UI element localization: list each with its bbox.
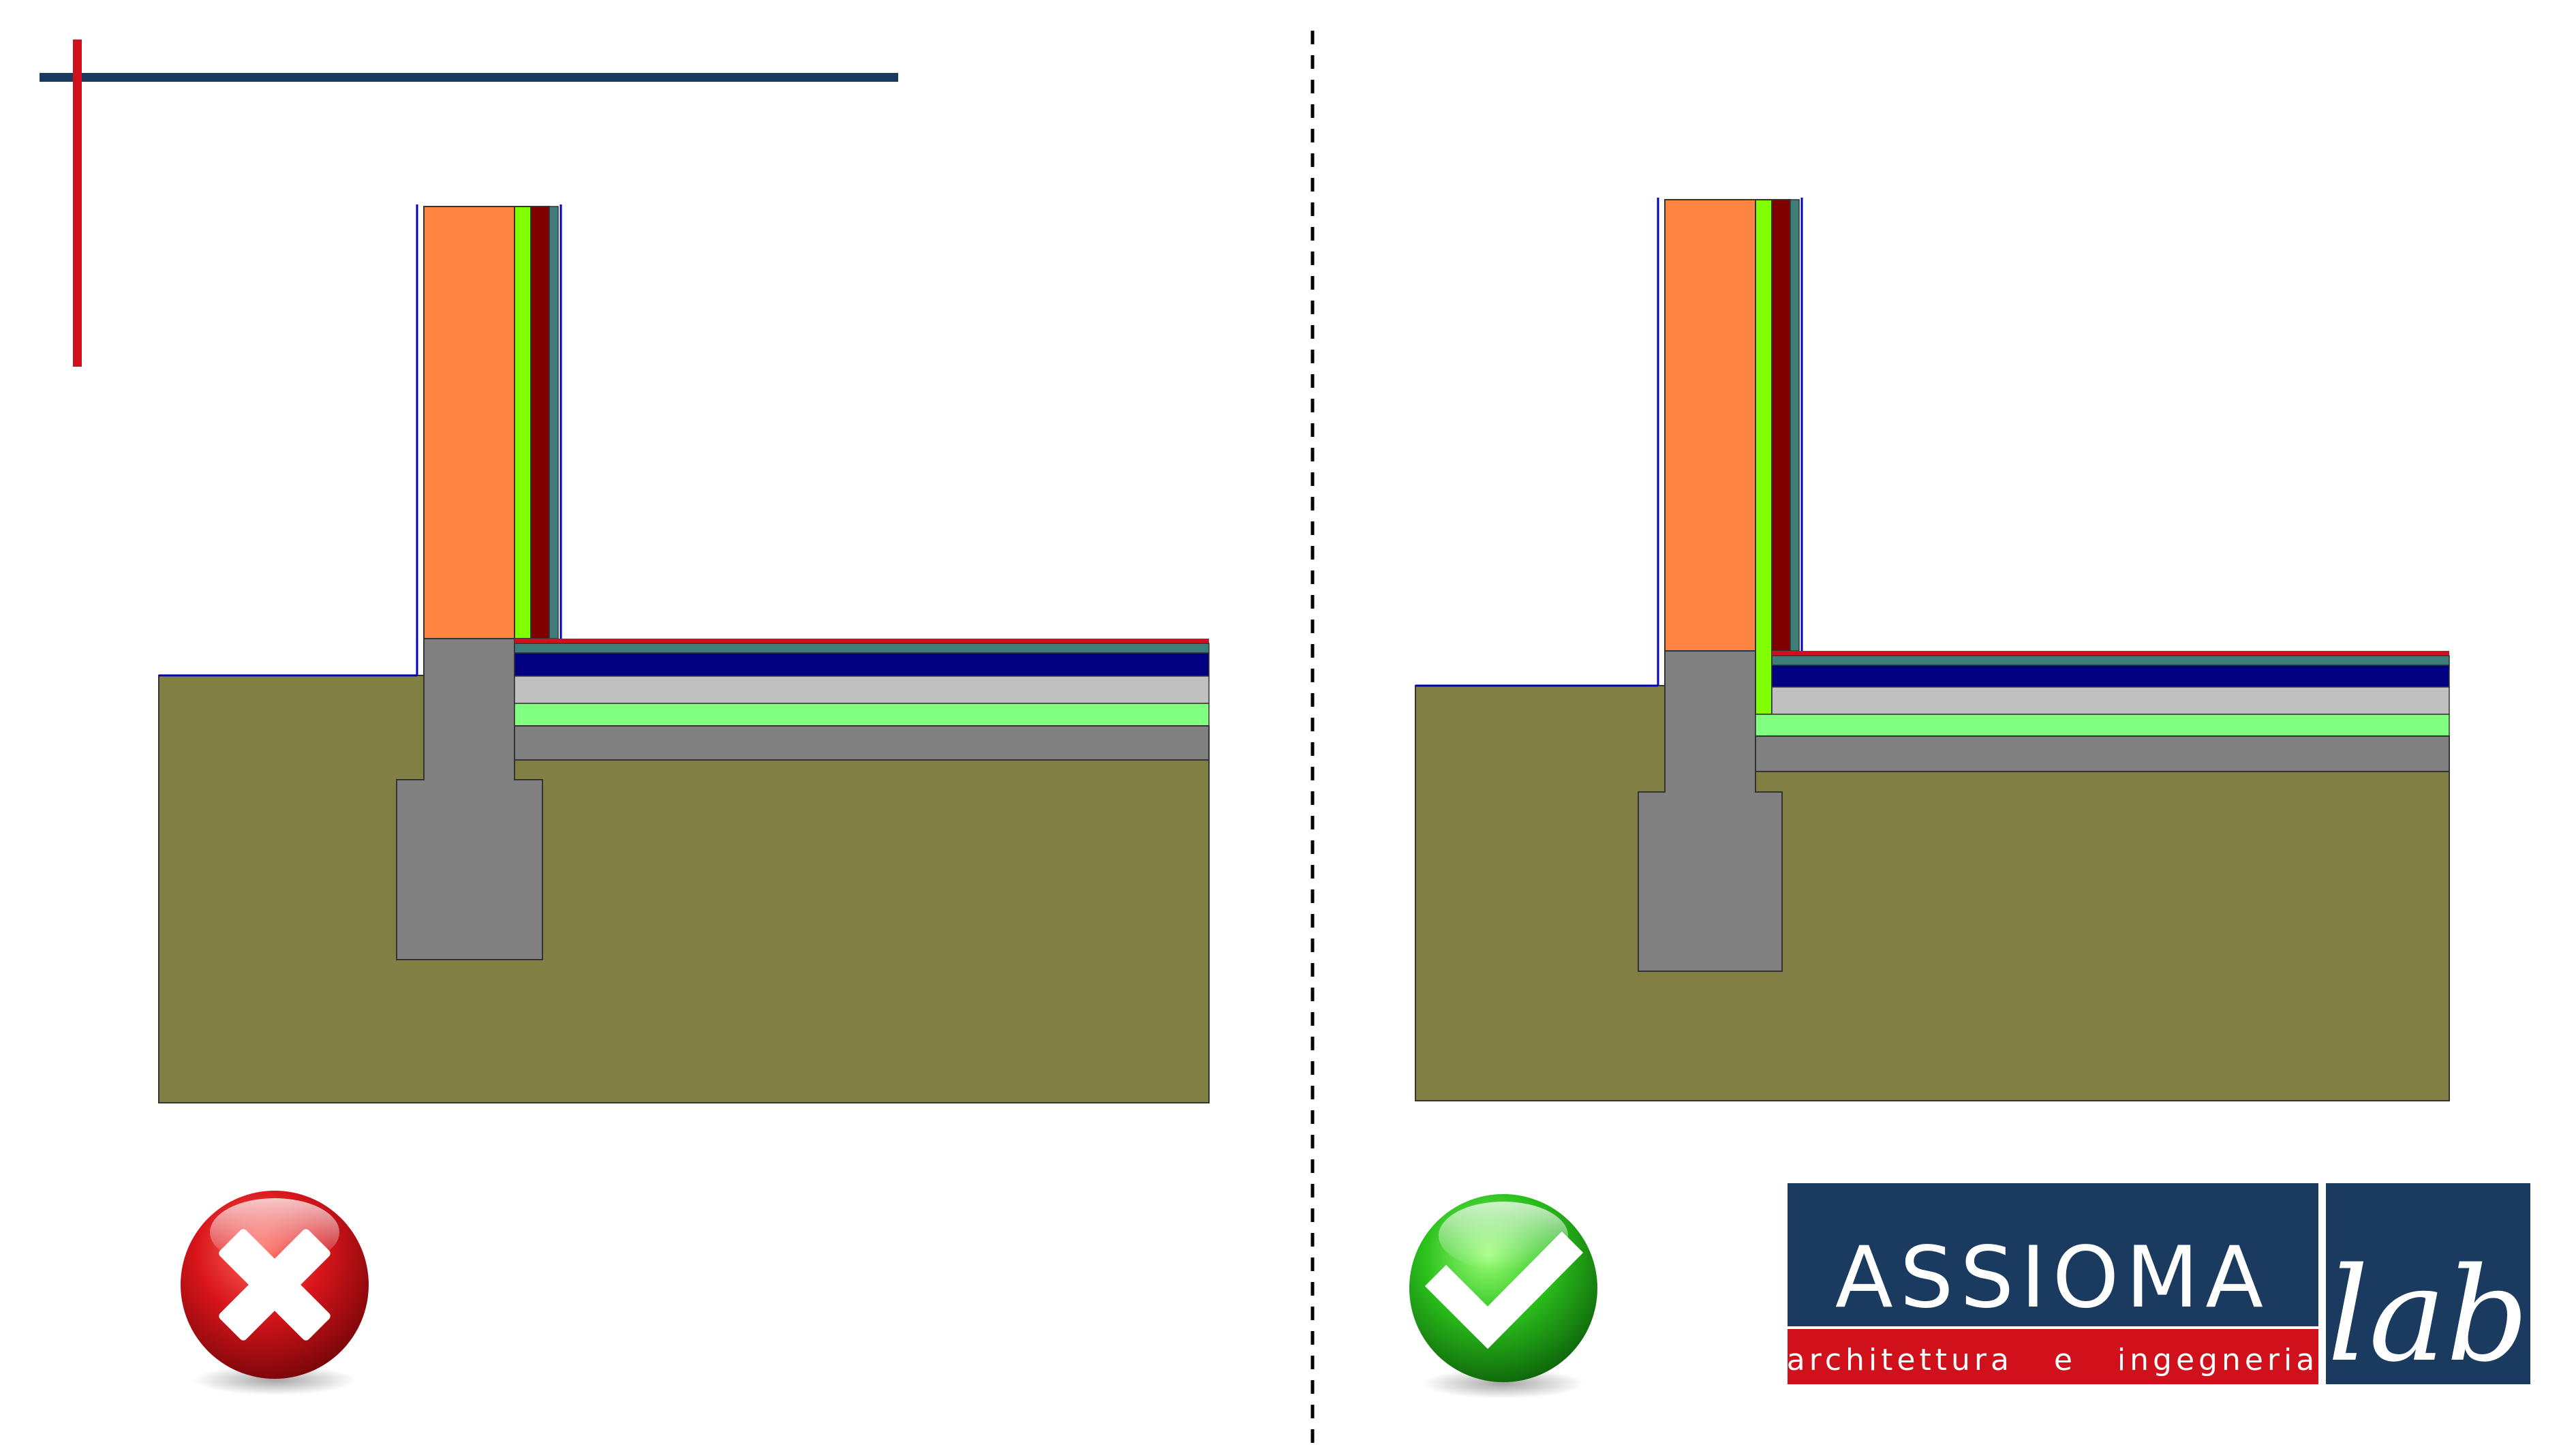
floor-screed (1771, 665, 2450, 688)
floor-insulation (1755, 714, 2450, 737)
logo-lab-text: lab (2327, 1240, 2529, 1390)
floor-insulation (514, 703, 1210, 727)
floor-slab (1755, 735, 2450, 772)
floor-light-layer (1771, 686, 2450, 715)
floor-screed (514, 652, 1210, 677)
logo-subtitle-text: architettura e ingegneria (1787, 1343, 2318, 1377)
brick-wall (1664, 199, 1756, 652)
wall-insulation (514, 206, 532, 639)
wall-membrane (530, 206, 550, 639)
corner-accent (40, 40, 898, 367)
floor-slab (514, 725, 1210, 761)
wall-insulation (1755, 199, 1773, 715)
wall-membrane (1771, 199, 1791, 652)
logo-navy-block (1788, 1183, 2318, 1326)
logo-red-bar (1788, 1329, 2318, 1384)
brick-wall (423, 206, 515, 639)
wall-finish (1790, 199, 1800, 652)
floor-light-layer (514, 675, 1210, 704)
detail-incorrect (158, 204, 1210, 1103)
red-cross-icon (181, 1191, 369, 1395)
green-check-icon (1409, 1194, 1597, 1399)
wall-finish (549, 206, 559, 639)
accent-navy-line (40, 73, 898, 82)
detail-correct (1415, 198, 2450, 1101)
logo-brand-text: ASSIOMA (1835, 1229, 2270, 1327)
floor-finish (1772, 651, 2449, 656)
floor-finish (515, 639, 1209, 643)
floor-teal-layer (1771, 655, 2450, 666)
logo-lab-block (2326, 1183, 2530, 1384)
floor-teal-layer (514, 643, 1210, 654)
assioma-lab-logo: ASSIOMA architettura e ingegneria lab (1787, 1183, 2530, 1390)
accent-red-line (73, 40, 82, 367)
